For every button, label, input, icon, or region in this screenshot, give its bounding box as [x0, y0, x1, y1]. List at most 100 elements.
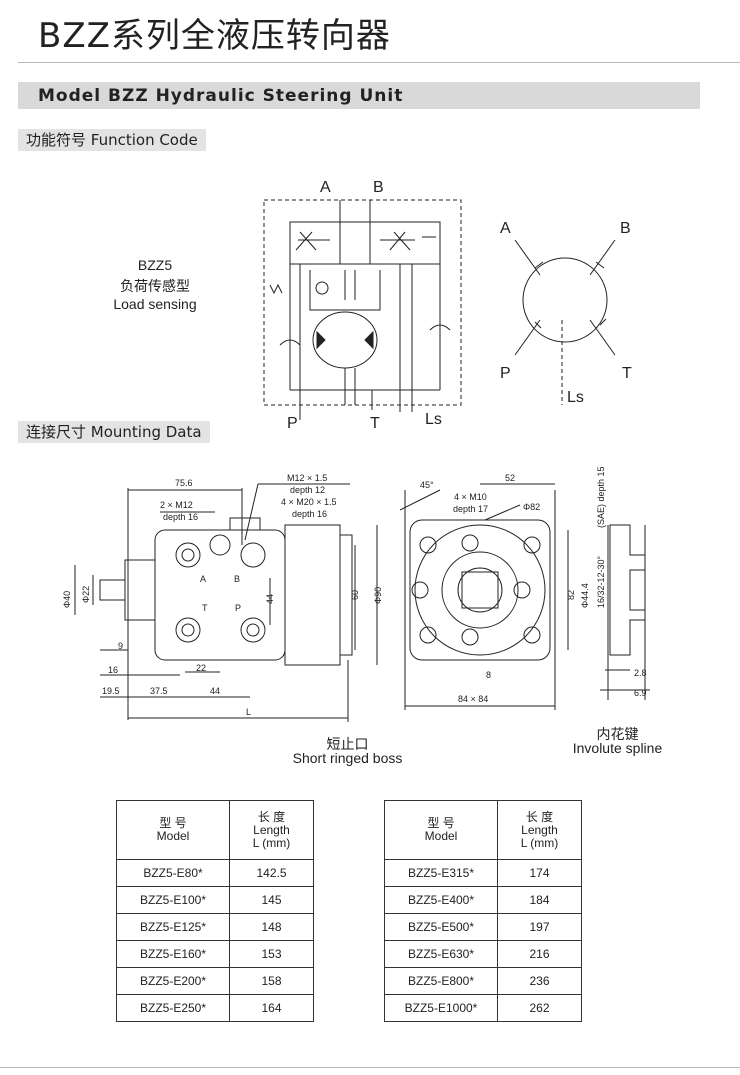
- port-label-ls: Ls: [567, 389, 584, 406]
- dim-4xm10: 4 × M10: [454, 492, 487, 502]
- dim-52: 52: [505, 473, 515, 483]
- header-length-en: Length: [253, 822, 290, 837]
- header-length-unit: L (mm): [520, 835, 559, 850]
- port-label-b-schematic: B: [373, 179, 384, 196]
- caption-spline-en: Involute spline: [572, 740, 663, 756]
- section-function-code: 功能符号 Function Code: [18, 129, 206, 151]
- port-mark-p: P: [235, 603, 241, 613]
- dim-phi40: Φ40: [62, 591, 72, 608]
- header-length-en: Length: [521, 822, 558, 837]
- dim-phi44-4: Φ44.4: [580, 583, 590, 608]
- model-cell: BZZ5-E80*: [116, 859, 230, 887]
- length-cell: 153: [229, 940, 314, 968]
- length-cell: 262: [497, 994, 582, 1022]
- table-row: BZZ5-E630*216: [384, 940, 582, 968]
- length-cell: 236: [497, 967, 582, 995]
- caption-spline-cn: 内花键: [596, 726, 639, 742]
- table-row: BZZ5-E1000*262: [384, 994, 582, 1022]
- length-cell: 148: [229, 913, 314, 941]
- table-row: BZZ5-E315*174: [384, 859, 582, 887]
- model-cell: BZZ5-E160*: [116, 940, 230, 968]
- model-cell: BZZ5-E800*: [384, 967, 498, 995]
- table-row: BZZ5-E400*184: [384, 886, 582, 914]
- dim-9: 9: [118, 641, 123, 651]
- caption-boss-en: Short ringed boss: [292, 750, 403, 766]
- length-cell: 184: [497, 886, 582, 914]
- section-mounting-data: 连接尺寸 Mounting Data: [18, 421, 210, 443]
- length-cell: 216: [497, 940, 582, 968]
- model-cell: BZZ5-E250*: [116, 994, 230, 1022]
- function-type-cn: 负荷传感型: [120, 278, 190, 294]
- function-type-en: Load sensing: [113, 296, 197, 312]
- port-label-a-schematic: A: [320, 179, 331, 196]
- dim-82: 82: [566, 590, 576, 600]
- dim-phi90: Φ90: [373, 587, 383, 604]
- dim-depth16a: depth 16: [163, 512, 198, 522]
- table-row: BZZ5-E200*158: [116, 967, 314, 995]
- length-cell: 145: [229, 886, 314, 914]
- table-row: BZZ5-E800*236: [384, 967, 582, 995]
- dim-44: 44: [265, 594, 275, 604]
- model-banner-text: Model BZZ Hydraulic Steering Unit: [38, 86, 404, 106]
- dim-2xm12: 2 × M12: [160, 500, 193, 510]
- port-label-p: P: [500, 365, 511, 382]
- dim-m12x1-5: M12 × 1.5: [287, 473, 327, 483]
- model-cell: BZZ5-E125*: [116, 913, 230, 941]
- header-length-unit: L (mm): [252, 835, 291, 850]
- dim-75-6: 75.6: [175, 478, 193, 488]
- port-mark-a: A: [200, 574, 206, 584]
- table-row: BZZ5-E500*197: [384, 913, 582, 941]
- dim-L: L: [246, 707, 251, 717]
- length-cell: 158: [229, 967, 314, 995]
- length-cell: 174: [497, 859, 582, 887]
- dim-4xm20: 4 × M20 × 1.5: [281, 497, 337, 507]
- port-label-t-schematic: T: [370, 415, 380, 432]
- dim-depth16b: depth 16: [292, 509, 327, 519]
- dim-60: 60: [350, 590, 360, 600]
- header-model-cn: 型 号: [427, 816, 455, 830]
- dim-spline: 16/32-12-30°: [596, 555, 606, 608]
- port-mark-t: T: [202, 603, 208, 613]
- front-view-drawing: [399, 483, 569, 710]
- dim-16: 16: [108, 665, 118, 675]
- model-cell: BZZ5-E400*: [384, 886, 498, 914]
- header-model-cn: 型 号: [159, 816, 187, 830]
- port-layout-diagram: [514, 239, 616, 405]
- table-row: BZZ5-E250*164: [116, 994, 314, 1022]
- port-label-a: A: [500, 220, 511, 237]
- model-cell: BZZ5-E315*: [384, 859, 498, 887]
- port-label-ls-schematic: Ls: [425, 411, 442, 428]
- model-banner: [18, 82, 700, 109]
- dim-45deg: 45°: [420, 480, 434, 490]
- dim-phi82: Φ82: [523, 502, 540, 512]
- header-length-cn: 长 度: [525, 809, 554, 824]
- function-model: BZZ5: [137, 257, 173, 273]
- dim-sae-depth: (SAE) depth 15: [596, 466, 606, 528]
- length-cell: 197: [497, 913, 582, 941]
- dim-phi22: Φ22: [81, 586, 91, 603]
- dim-depth12: depth 12: [290, 485, 325, 495]
- length-cell: 142.5: [229, 859, 314, 887]
- top-divider: [18, 62, 740, 63]
- port-mark-b: B: [234, 574, 240, 584]
- port-label-b: B: [620, 220, 631, 237]
- dim-37-5: 37.5: [150, 686, 168, 696]
- table-row: BZZ5-E160*153: [116, 940, 314, 968]
- dim-depth17: depth 17: [453, 504, 488, 514]
- bottom-divider: [0, 1067, 740, 1068]
- dim-22: 22: [196, 663, 206, 673]
- port-label-t: T: [622, 365, 632, 382]
- length-cell: 164: [229, 994, 314, 1022]
- model-cell: BZZ5-E1000*: [384, 994, 498, 1022]
- header-model-en: Model: [156, 829, 190, 843]
- port-label-p-schematic: P: [287, 415, 298, 432]
- spline-view-drawing: [600, 524, 650, 700]
- table-row: BZZ5-E125*148: [116, 913, 314, 941]
- dim-84x84: 84 × 84: [458, 694, 488, 704]
- table-row: BZZ5-E100*145: [116, 886, 314, 914]
- caption-boss-cn: 短止口: [326, 736, 369, 752]
- table-row: BZZ5-E80*142.5: [116, 859, 314, 887]
- dim-2-8: 2.8: [634, 668, 647, 678]
